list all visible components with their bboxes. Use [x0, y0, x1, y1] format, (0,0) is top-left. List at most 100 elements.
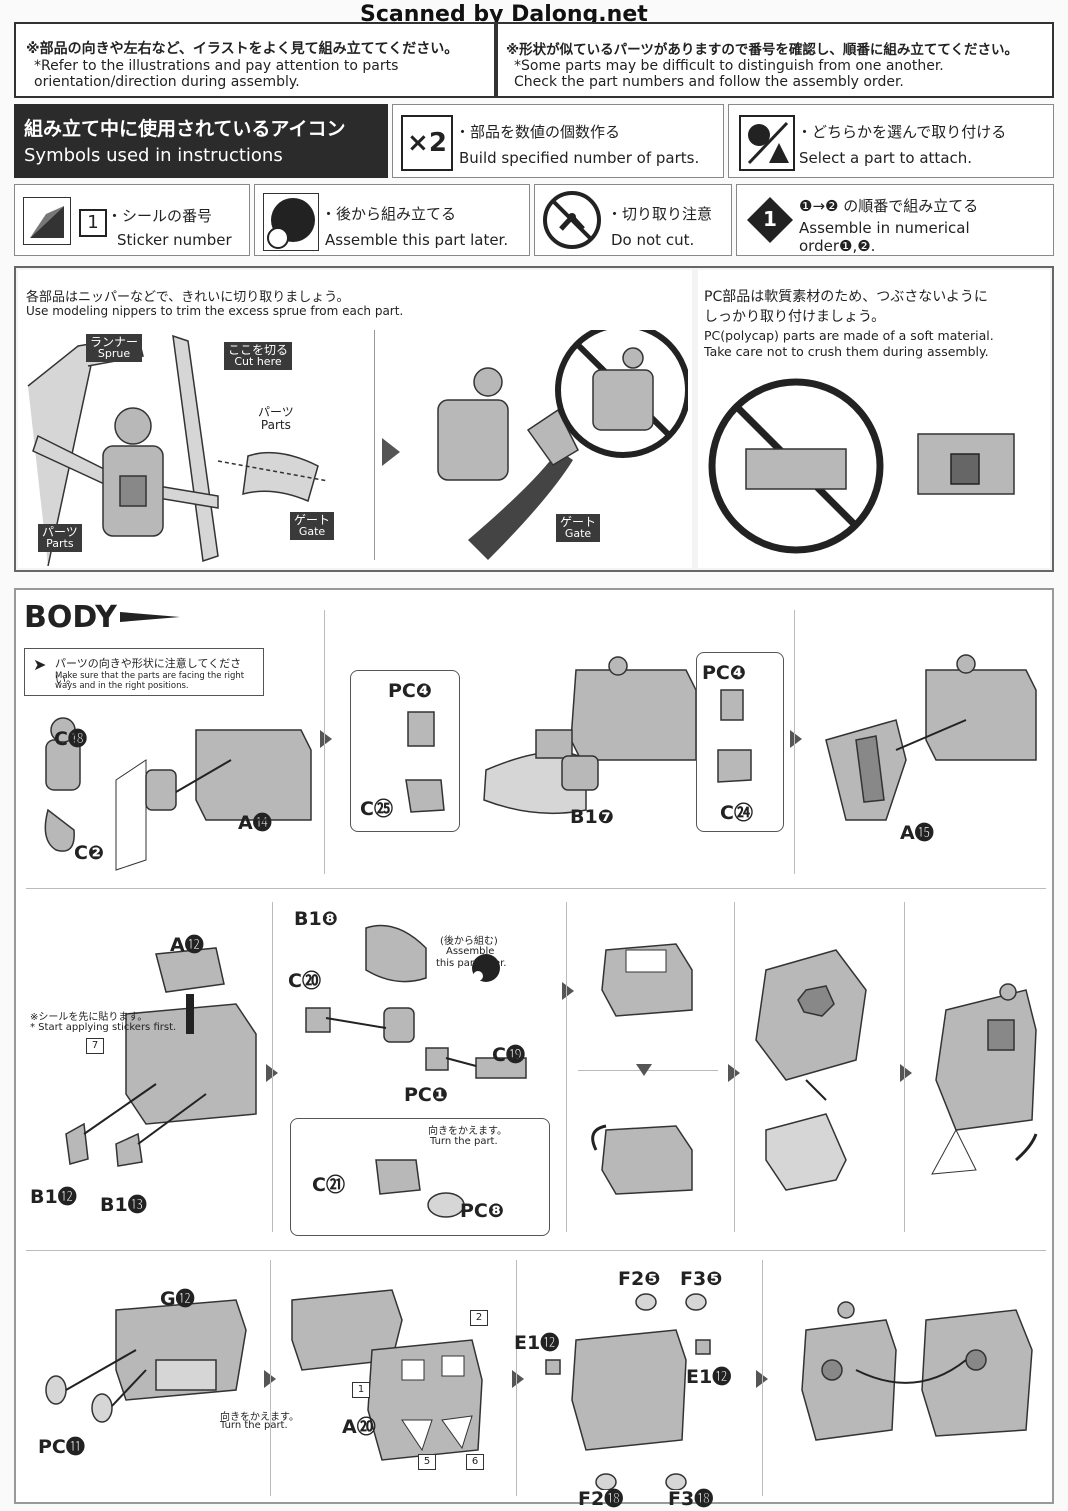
label-c20: C⑳: [288, 970, 321, 992]
step2-illustration: [405, 656, 752, 815]
step9-illustration: [931, 983, 1038, 1175]
label-pc4b: PC❹: [702, 662, 746, 684]
step2-inset-a: [350, 670, 460, 832]
caution-jp: パーツの向きや形状に注意してください。: [55, 657, 242, 686]
divider-v6: [904, 902, 905, 1232]
icon-later-cell: ・後から組み立てる Assemble this part later.: [254, 184, 530, 256]
later-en2-note: this part later.: [436, 958, 507, 969]
later-en1-note: Assemble: [446, 946, 495, 957]
icons-header: 組み立て中に使用されているアイコン Symbols used in instru…: [14, 104, 388, 178]
label-pc8: PC❽: [460, 1200, 504, 1222]
body-frame: BODY ➤ パーツの向きや形状に注意してください。 Make sure tha…: [14, 588, 1054, 1510]
cutting-jp: 各部品はニッパーなどで、きれいに切り取りましょう。: [26, 290, 350, 305]
divider-v8: [516, 1260, 517, 1496]
sticker-icon: [23, 197, 71, 245]
label-c18: C⓲: [54, 728, 87, 750]
divider-v2: [794, 610, 795, 874]
label-a12: A⓬: [170, 934, 204, 956]
note-right-en2: Check the part numbers and follow the as…: [514, 74, 904, 90]
note-left: ※部品の向きや左右など、イラストをよく見て組み立ててください。 *Refer t…: [14, 22, 496, 98]
sticker-jp: ・シールの番号: [107, 207, 213, 225]
pc-en2: Take care not to crush them during assem…: [704, 344, 989, 359]
divider: [374, 330, 375, 560]
later-jp-note: (後から組む): [440, 936, 498, 947]
icons-header-en: Symbols used in instructions: [24, 145, 283, 166]
icon-nocut-cell: ・切り取り注意 Do not cut.: [534, 184, 732, 256]
note-right-en1: *Some parts may be difficult to distingu…: [514, 58, 944, 74]
step6-illustration: [375, 1159, 465, 1218]
label-a14: A⓮: [238, 812, 272, 834]
sticker-2: 2: [470, 1310, 488, 1326]
label-a20: A⑳: [342, 1416, 376, 1438]
caution-icon: ➤: [33, 655, 47, 674]
turn-en-2: Turn the part.: [220, 1420, 288, 1431]
note-right-jp: ※形状が似ているパーツがありますので番号を確認し、順番に組み立ててください。: [506, 42, 1018, 58]
divider-v5: [734, 902, 735, 1232]
label-f25: F2❺: [618, 1268, 661, 1290]
label-g12: G⓬: [160, 1288, 195, 1310]
nipper-illustration: [437, 330, 688, 560]
pc-en1: PC(polycap) parts are made of a soft mat…: [704, 328, 994, 343]
label-pc1: PC❶: [404, 1084, 448, 1106]
body-title: BODY: [24, 600, 117, 635]
label-c24: C㉔: [720, 802, 753, 824]
caution-box: ➤ パーツの向きや形状に注意してください。 Make sure that the…: [24, 648, 264, 696]
label-f35: F3❺: [680, 1268, 723, 1290]
label-f218: F2⓲: [578, 1488, 624, 1510]
icon-select-cell: ・どちらかを選んで取り付ける Select a part to attach.: [728, 104, 1054, 178]
later-jp: ・後から組み立てる: [321, 205, 457, 223]
arrow-4: [562, 982, 574, 1000]
sticker-5: 5: [418, 1454, 436, 1470]
turn-inset: [290, 1118, 550, 1236]
cutting-frame: 各部品はニッパーなどで、きれいに切り取りましょう。 Use modeling n…: [14, 266, 1054, 572]
cutting-en: Use modeling nippers to trim the excess …: [26, 304, 404, 318]
do-not-cut-icon: [541, 189, 603, 251]
step3-illustration: [825, 654, 1037, 821]
label-b18: B1❽: [294, 908, 338, 930]
divider-v3: [272, 902, 273, 1232]
label-c21: C㉑: [312, 1174, 345, 1196]
step7-illustration: [591, 943, 693, 1195]
icons-header-jp: 組み立て中に使用されているアイコン: [24, 118, 346, 140]
arrow-8: [512, 1370, 524, 1388]
arrow-1: [320, 730, 332, 748]
label-f318: F3⓲: [668, 1488, 714, 1510]
x2-jp: ・部品を数値の個数作る: [455, 123, 621, 141]
select-part-icon: [739, 115, 795, 171]
sticker-6: 6: [466, 1454, 484, 1470]
sticker-en: Sticker number: [117, 231, 232, 249]
pc-jp1: PC部品は軟質素材のため、つぶさないように: [704, 289, 988, 305]
pc-note-panel: PC部品は軟質素材のため、つぶさないように しっかり取り付けましょう。 PC(p…: [698, 270, 1050, 568]
label-c19: C⓳: [492, 1044, 525, 1066]
divider-v4: [566, 902, 567, 1232]
assemble-later-icon: [263, 193, 319, 251]
label-b112: B1⓬: [30, 1186, 77, 1208]
step2-inset-b: [696, 652, 784, 832]
label-pc11: PC⓫: [38, 1436, 85, 1458]
body-title-swoosh: [120, 612, 180, 622]
label-e112b: E1⓬: [686, 1366, 732, 1388]
divider-v9: [762, 1260, 763, 1496]
order-jp: ❶→❷ の順番で組み立てる: [799, 197, 979, 215]
turn-jp-2: 向きをかえます。: [220, 1412, 299, 1423]
divider-v7: [270, 1260, 271, 1496]
note-left-en1: *Refer to the illustrations and pay atte…: [34, 58, 399, 74]
divider-h1: [26, 888, 1046, 889]
step8-illustration: [755, 949, 867, 1191]
caution-en2: ways and in the right positions.: [55, 681, 189, 691]
icon-order-cell: 1 ❶→❷ の順番で組み立てる Assemble in numerical or…: [736, 184, 1054, 256]
step4-illustration: [65, 947, 257, 1167]
x2-icon: ×2: [401, 115, 453, 171]
label-b113: B1⓭: [100, 1194, 147, 1216]
divider-v1: [324, 610, 325, 874]
label-c25: C㉕: [360, 798, 393, 820]
label-c2: C❷: [74, 842, 105, 864]
order-diamond-icon: 1: [745, 195, 795, 245]
caution-en1: Make sure that the parts are facing the …: [55, 671, 245, 681]
later-en: Assemble this part later.: [325, 231, 509, 249]
cutting-panel: 各部品はニッパーなどで、きれいに切り取りましょう。 Use modeling n…: [18, 270, 692, 568]
